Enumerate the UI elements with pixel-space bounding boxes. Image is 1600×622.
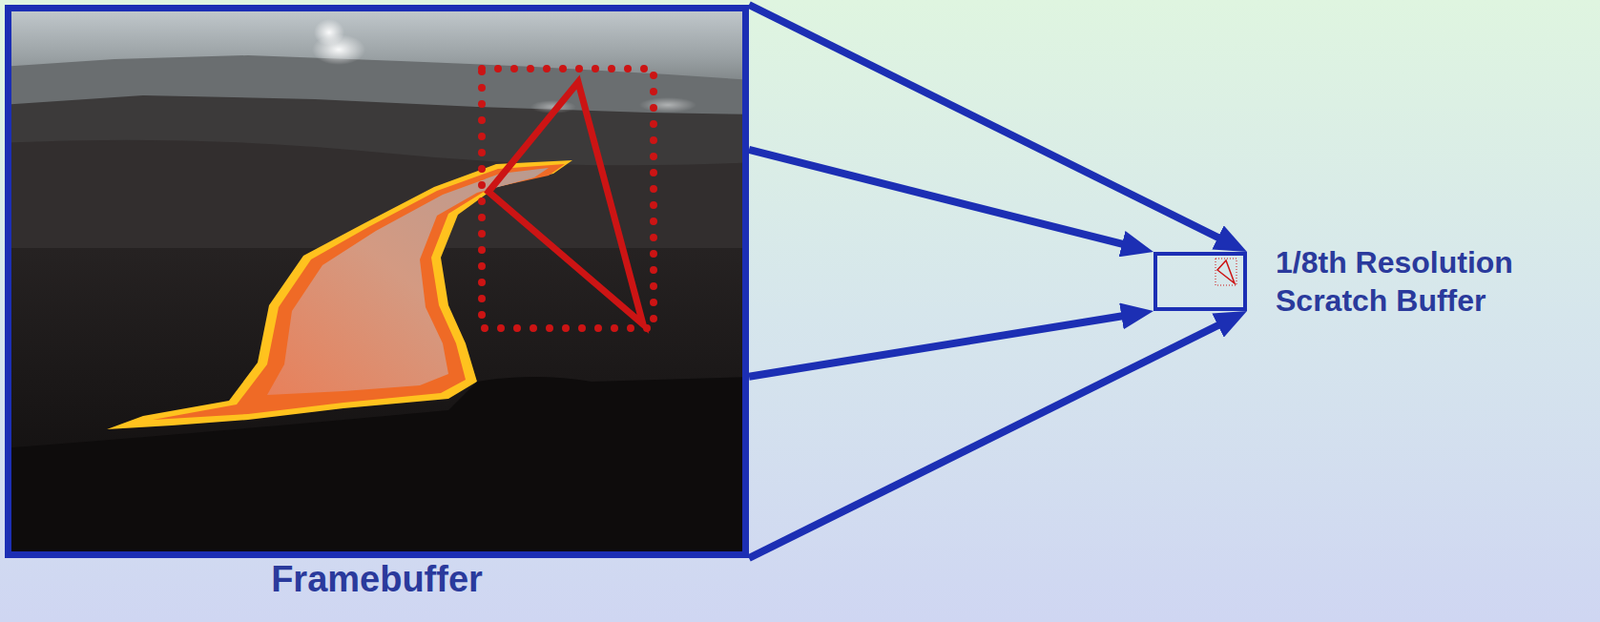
small-triangle bbox=[1217, 260, 1235, 284]
scratch-buffer-box: 1/8th Resolution Scratch Buffer bbox=[1153, 251, 1247, 312]
photo bbox=[7, 7, 747, 556]
buffer-label: Framebuffer bbox=[270, 557, 483, 603]
small-bounding-box bbox=[1215, 258, 1237, 286]
triangle bbox=[488, 82, 644, 325]
projection-arrow bbox=[748, 149, 1134, 248]
scratch-label: 1/8th Resolution Scratch Buffer bbox=[1275, 243, 1562, 320]
projection-arrow bbox=[748, 320, 1228, 559]
framebuffer-box: Framebuffer bbox=[4, 4, 749, 559]
projection-arrow bbox=[748, 314, 1133, 377]
bounding-box bbox=[481, 68, 654, 329]
